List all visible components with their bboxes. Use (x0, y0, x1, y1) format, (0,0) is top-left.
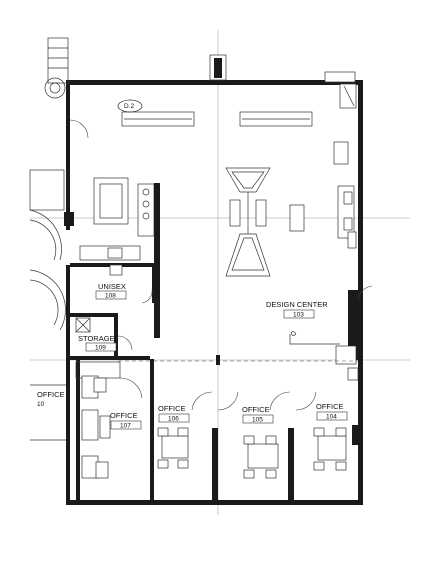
room-office-left-number: 10 (37, 401, 45, 408)
room-design-center-tag (283, 309, 315, 319)
room-office-107-name: OFFICE (110, 411, 138, 420)
entry-door-swing (69, 119, 89, 139)
structural-columns (64, 54, 360, 445)
storage-room (70, 313, 150, 360)
room-storage-tag (85, 342, 117, 352)
room-office-106-name: OFFICE (158, 404, 186, 413)
room-design-center-number: 103 (293, 312, 304, 319)
exterior-stair (44, 37, 69, 99)
room-office-104-number: 104 (326, 414, 337, 421)
room-office-105-tag (242, 414, 274, 424)
office-105-furniture (243, 435, 279, 479)
room-office-107-number: 107 (120, 423, 131, 430)
room-office-left-name: OFFICE (37, 390, 65, 399)
room-storage-name: STORAGE (78, 334, 115, 343)
room-office-107-tag (110, 420, 142, 430)
room-design-center-name: DESIGN CENTER (266, 300, 328, 309)
room-storage-number: 109 (95, 345, 106, 352)
room-unisex-tag (95, 290, 127, 300)
room-office-105-name: OFFICE (242, 405, 270, 414)
overhead-fixtures (117, 99, 313, 127)
adjacent-office (30, 384, 66, 441)
office-104-furniture (313, 427, 347, 471)
room-office-105-number: 105 (252, 417, 263, 424)
room-office-106-tag (158, 413, 190, 423)
office-107-furniture (81, 375, 111, 479)
section-marker: D.2 (124, 103, 135, 110)
room-office-104-name: OFFICE (316, 402, 344, 411)
kitchen-area (79, 177, 160, 338)
room-unisex-name: UNISEX (98, 282, 126, 291)
design-center-furniture (225, 83, 373, 381)
exterior-curved-features (29, 169, 66, 331)
unisex-restroom (70, 263, 156, 317)
room-office-106-number: 106 (168, 416, 179, 423)
office-106-furniture (157, 427, 189, 469)
room-office-104-tag (316, 411, 348, 421)
room-unisex-number: 108 (105, 293, 116, 300)
